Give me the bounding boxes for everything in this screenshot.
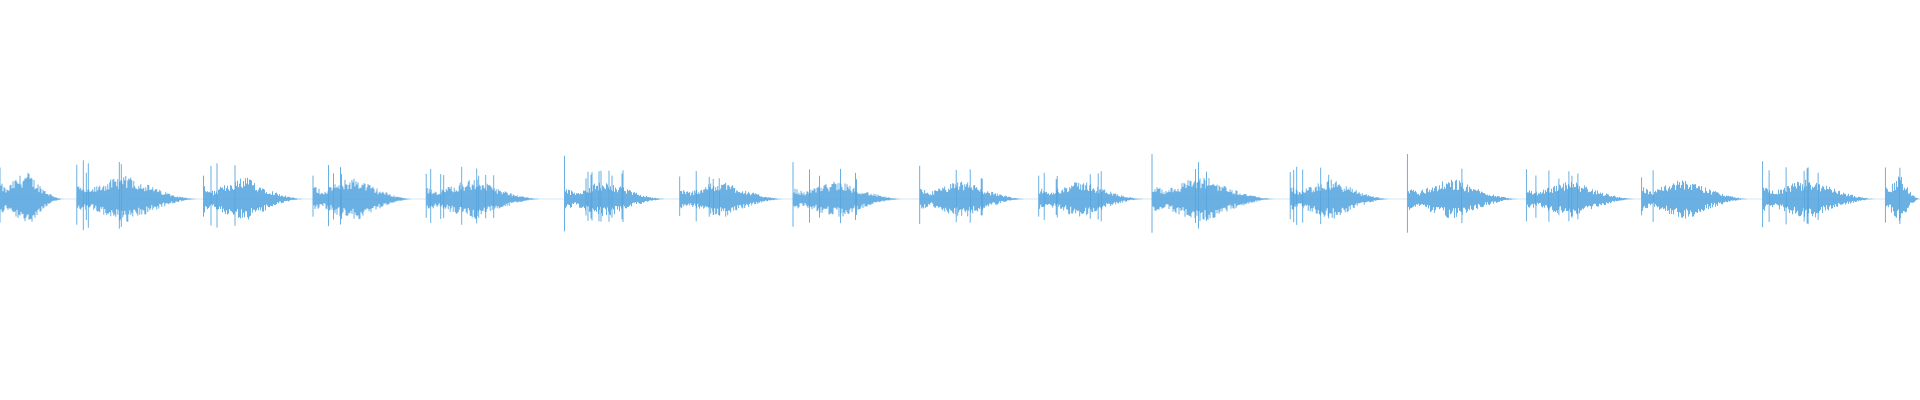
waveform-event-shape (1884, 167, 1920, 224)
waveform-event (425, 166, 540, 225)
waveform-event-shape (425, 166, 540, 225)
waveform-event-shape (1762, 161, 1875, 228)
waveform-event-shape (1641, 170, 1748, 222)
waveform-event (1038, 171, 1144, 222)
waveform-event (1525, 169, 1634, 222)
waveform-event (312, 165, 411, 227)
waveform-event (1884, 167, 1920, 224)
waveform-event-shape (564, 155, 665, 232)
waveform-event (792, 162, 901, 227)
waveform-event-shape (0, 167, 63, 223)
waveform-event (0, 167, 63, 223)
waveform-event (1762, 161, 1875, 228)
waveform-event-shape (1151, 154, 1274, 233)
waveform-event-shape (312, 165, 411, 227)
waveform-event (679, 171, 783, 222)
waveform-event-shape (1038, 171, 1144, 222)
waveform-event-shape (1525, 169, 1634, 222)
waveform-event-shape (792, 162, 901, 227)
waveform-event (1641, 170, 1748, 222)
waveform-event-shape (919, 165, 1025, 224)
waveform-event (1151, 154, 1274, 233)
waveform-event-shape (679, 171, 783, 222)
waveform-event (564, 155, 665, 232)
waveform-event (919, 165, 1025, 224)
waveform-event-shape (203, 163, 302, 228)
waveform-event (76, 160, 197, 231)
waveform-event-shape (76, 160, 197, 231)
waveform-event (1289, 166, 1389, 225)
waveform-event-shape (1406, 154, 1517, 233)
waveform-event (203, 163, 302, 228)
waveform-event-shape (1289, 166, 1389, 225)
waveform-event (1406, 154, 1517, 233)
